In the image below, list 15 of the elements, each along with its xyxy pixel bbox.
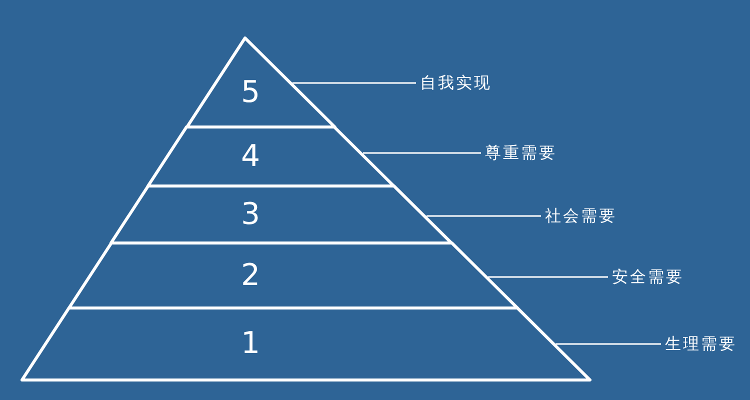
level-label: 尊重需要: [485, 145, 557, 161]
level-label: 安全需要: [612, 269, 684, 285]
leader-line: [426, 215, 541, 217]
level-number: 4: [240, 142, 260, 172]
leader-line: [488, 276, 608, 278]
level-number: 3: [240, 200, 260, 230]
level-label: 自我实现: [420, 75, 492, 91]
level-number: 5: [240, 78, 260, 108]
level-number: 1: [241, 329, 260, 359]
leader-line: [556, 343, 661, 345]
leader-line: [292, 82, 416, 84]
level-number: 2: [240, 260, 260, 290]
leader-line: [363, 152, 481, 154]
level-label: 生理需要: [665, 336, 737, 352]
level-label: 社会需要: [545, 208, 617, 224]
